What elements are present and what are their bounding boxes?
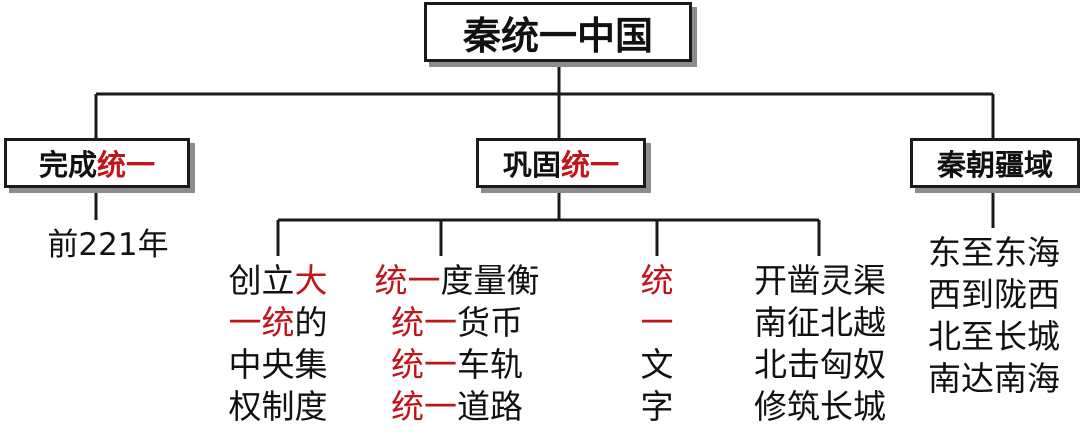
territory-list: 东至东海 西到陇西 北至长城 南达南海 [928,233,1060,398]
root-title: 秦统一中国 [462,13,653,58]
branch-territory: 秦朝疆域 [910,138,1080,188]
complete-date: 前221年 [47,227,169,263]
branch-complete-unification: 完成统一 [4,138,190,188]
item-central-system: 创立大 一统的 中央集 权制度 [228,261,328,426]
branch-complete-label-highlight: 统一 [97,148,156,182]
branch-consolidate-unification: 巩固统一 [476,138,646,188]
item-unify-script: 统 一 文 字 [640,261,674,426]
branch-complete-label: 完成 [38,148,97,182]
item-expansion-projects: 开凿灵渠 南征北越 北击匈奴 修筑长城 [754,261,886,426]
branch-territory-label: 秦朝疆域 [936,148,1053,182]
item-standardization: 统一度量衡 统一货币 统一车轨 统一道路 [374,261,540,426]
root-node: 秦统一中国 [424,2,692,62]
branch-consolidate-label: 巩固 [502,148,561,182]
branch-consolidate-label-highlight: 统一 [561,148,620,182]
